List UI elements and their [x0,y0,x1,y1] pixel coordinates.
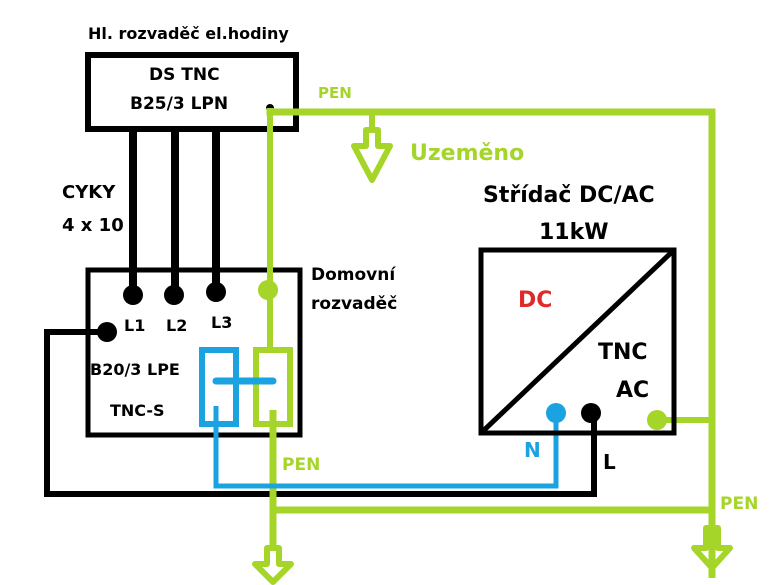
terminal-l1 [123,285,143,305]
label-l2: L2 [166,316,188,335]
label-l3: L3 [211,313,233,332]
wire-n-to-inverter [213,406,559,489]
n-label: N [524,438,541,462]
main-board-line2: B25/3 LPN [130,94,229,114]
terminal-l-inverter [581,403,601,423]
house-board-line2: rozvaděč [311,294,398,314]
cable-size-label: 4 x 10 [62,215,124,236]
terminal-l3 [206,282,226,302]
terminal-n-inverter [546,403,566,423]
main-distribution-box [85,52,299,132]
pen-label-top: PEN [318,84,352,102]
ground-arrow-icon [691,525,733,571]
label-l1: L1 [124,316,146,335]
terminal-pen-house [258,280,278,300]
inverter-box [478,247,677,436]
inverter-power: 11kW [539,220,609,245]
ground-arrow-icon [351,112,393,183]
inverter-diagonal [479,248,676,435]
wire-l-to-inverter [44,329,597,497]
tncs-label: TNC-S [110,401,165,420]
pen-label-right: PEN [720,494,759,514]
n-terminal-block [199,347,239,427]
house-distribution-box [85,267,303,438]
terminal-l2 [164,285,184,305]
house-board-line1: Domovní [311,265,396,285]
dc-label: DC [518,288,553,313]
ac-label: AC [616,378,650,403]
grounded-label: Uzeměno [410,141,525,166]
tnc-label: TNC [598,340,648,365]
ground-arrow-icon [252,545,294,585]
cable-type-label: CYKY [62,182,116,203]
l-label: L [603,450,616,474]
pen-label-bottom: PEN [282,455,321,475]
breaker-label: B20/3 LPE [90,360,180,379]
main-board-line1: DS TNC [149,65,220,85]
pen-terminal-block [253,347,293,427]
inverter-title: Střídač DC/AC [483,183,655,208]
main-board-title: Hl. rozvaděč el.hodiny [88,24,289,43]
terminal-pen-inverter [647,410,667,430]
